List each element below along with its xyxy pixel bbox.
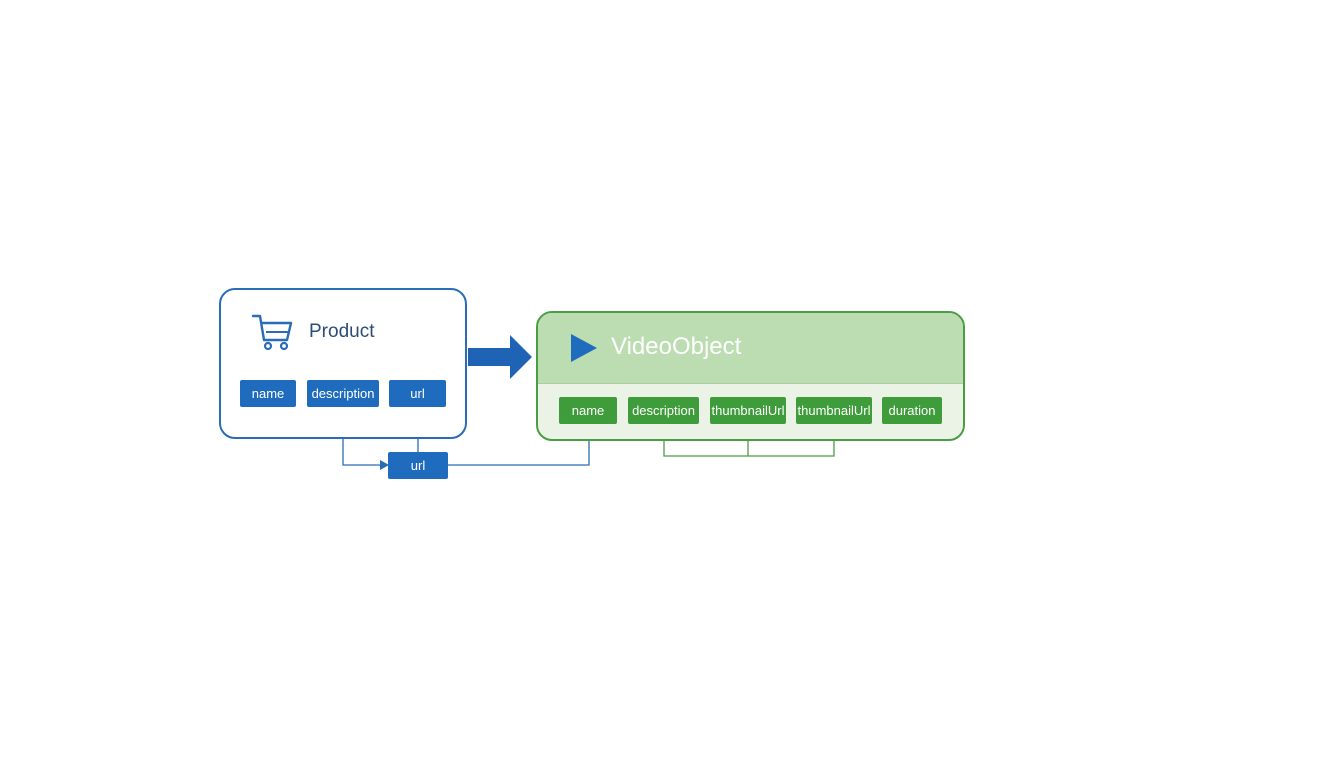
product-field-name: name	[240, 380, 296, 407]
video-field-description: description	[628, 397, 699, 424]
play-icon	[571, 334, 597, 362]
shopping-cart-icon	[251, 314, 293, 351]
video-field-duration: duration	[882, 397, 942, 424]
shared-url-node: url	[388, 452, 448, 479]
product-card: Product	[219, 288, 467, 439]
video-object-header: VideoObject	[538, 313, 963, 384]
product-title: Product	[309, 321, 375, 342]
video-field-thumbnailurl-1: thumbnailUrl	[710, 397, 786, 424]
product-header: Product	[251, 312, 374, 352]
connector-arrowhead	[380, 460, 389, 470]
product-field-description: description	[307, 380, 379, 407]
video-field-thumbnailurl-2: thumbnailUrl	[796, 397, 872, 424]
product-field-url: url	[389, 380, 446, 407]
video-field-name: name	[559, 397, 617, 424]
transform-arrow-icon	[468, 335, 532, 379]
video-object-title: VideoObject	[611, 333, 742, 360]
